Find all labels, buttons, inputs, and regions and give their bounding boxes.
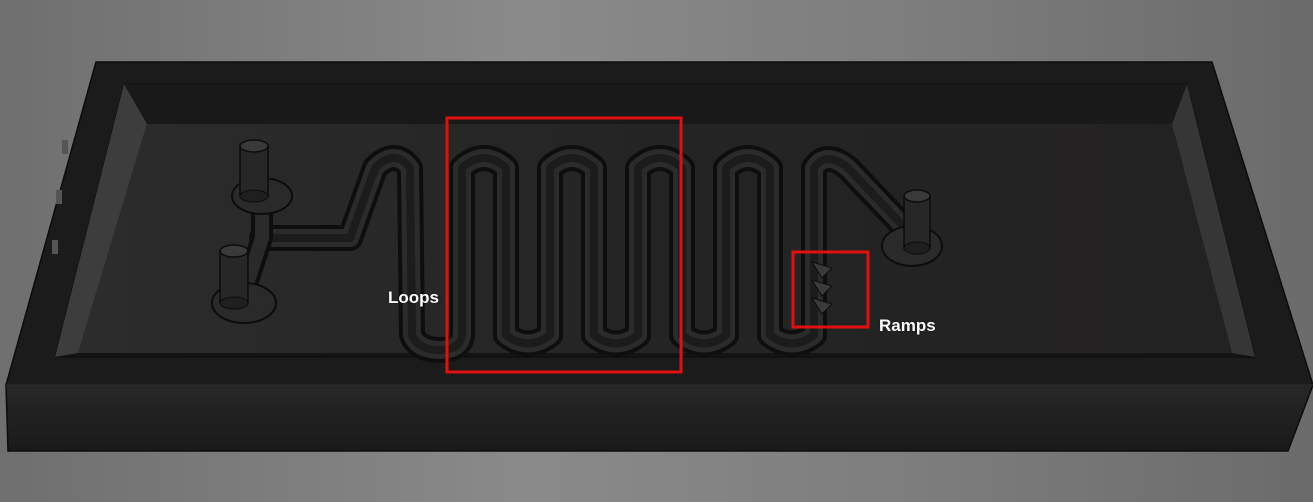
ramp-features bbox=[810, 261, 833, 315]
ramps-highlight-box bbox=[791, 250, 870, 329]
loops-highlight-box bbox=[445, 116, 683, 374]
inlet-ports bbox=[211, 139, 293, 324]
outlet-port bbox=[881, 189, 943, 267]
ramps-label: Ramps bbox=[879, 316, 936, 335]
loops-label: Loops bbox=[388, 288, 439, 307]
